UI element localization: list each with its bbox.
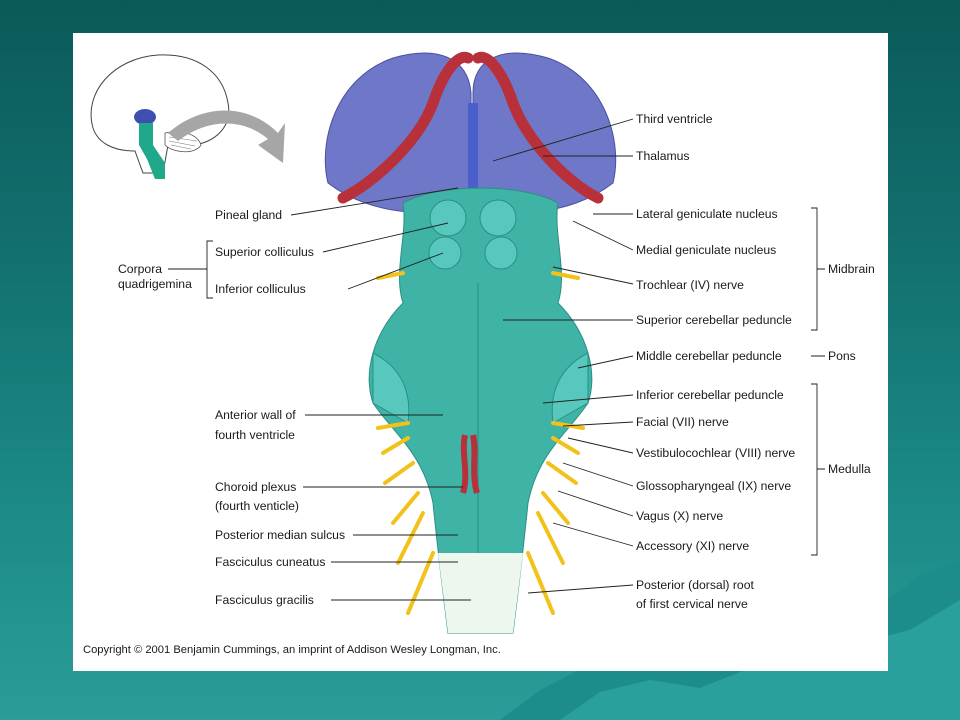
label-middle-cerebellar-peduncle: Middle cerebellar peduncle	[636, 349, 782, 363]
inset-brain-icon	[90, 54, 230, 179]
label-inferior-colliculus: Inferior colliculus	[215, 282, 306, 296]
label-corpora-line2: quadrigemina	[118, 277, 192, 291]
label-thalamus: Thalamus	[636, 149, 690, 163]
label-medulla: Medulla	[828, 462, 871, 476]
label-posterior-root-line2: of first cervical nerve	[636, 597, 748, 611]
label-third-ventricle: Third ventricle	[636, 112, 713, 126]
label-choroid-line2: (fourth venticle)	[215, 499, 299, 513]
brainstem-shape	[368, 187, 593, 634]
brainstem-illustration	[90, 51, 825, 634]
label-glossopharyngeal-nerve: Glossopharyngeal (IX) nerve	[636, 479, 792, 493]
label-pons: Pons	[828, 349, 856, 363]
label-fasciculus-cuneatus: Fasciculus cuneatus	[215, 555, 326, 569]
label-posterior-root-line1: Posterior (dorsal) root	[636, 578, 754, 592]
label-lateral-geniculate-nucleus: Lateral geniculate nucleus	[636, 207, 778, 221]
label-superior-colliculus: Superior colliculus	[215, 245, 314, 259]
diagram-card: Third ventricle Thalamus Lateral genicul…	[73, 33, 888, 671]
label-inferior-cerebellar-peduncle: Inferior cerebellar peduncle	[636, 388, 784, 402]
inset-arrow	[168, 110, 285, 163]
label-anterior-wall-line2: fourth ventricle	[215, 428, 295, 442]
label-medial-geniculate-nucleus: Medial geniculate nucleus	[636, 243, 777, 257]
label-trochlear-nerve: Trochlear (IV) nerve	[636, 278, 744, 292]
copyright-text: Copyright © 2001 Benjamin Cummings, an i…	[83, 644, 501, 656]
label-superior-cerebellar-peduncle: Superior cerebellar peduncle	[636, 313, 792, 327]
label-pineal-gland: Pineal gland	[215, 208, 283, 222]
label-facial-nerve: Facial (VII) nerve	[636, 415, 729, 429]
label-vagus-nerve: Vagus (X) nerve	[636, 509, 724, 523]
label-vestibulocochlear-nerve: Vestibulocochlear (VIII) nerve	[636, 446, 796, 460]
label-fasciculus-gracilis: Fasciculus gracilis	[215, 593, 314, 607]
label-posterior-median-sulcus: Posterior median sulcus	[215, 528, 346, 542]
leader-lines	[168, 118, 825, 601]
label-anterior-wall-line1: Anterior wall of	[215, 408, 296, 422]
thalamus-shape	[324, 51, 617, 214]
label-accessory-nerve: Accessory (XI) nerve	[636, 539, 750, 553]
label-corpora-line1: Corpora	[118, 262, 163, 276]
label-choroid-line1: Choroid plexus	[215, 480, 297, 494]
label-midbrain: Midbrain	[828, 262, 875, 276]
